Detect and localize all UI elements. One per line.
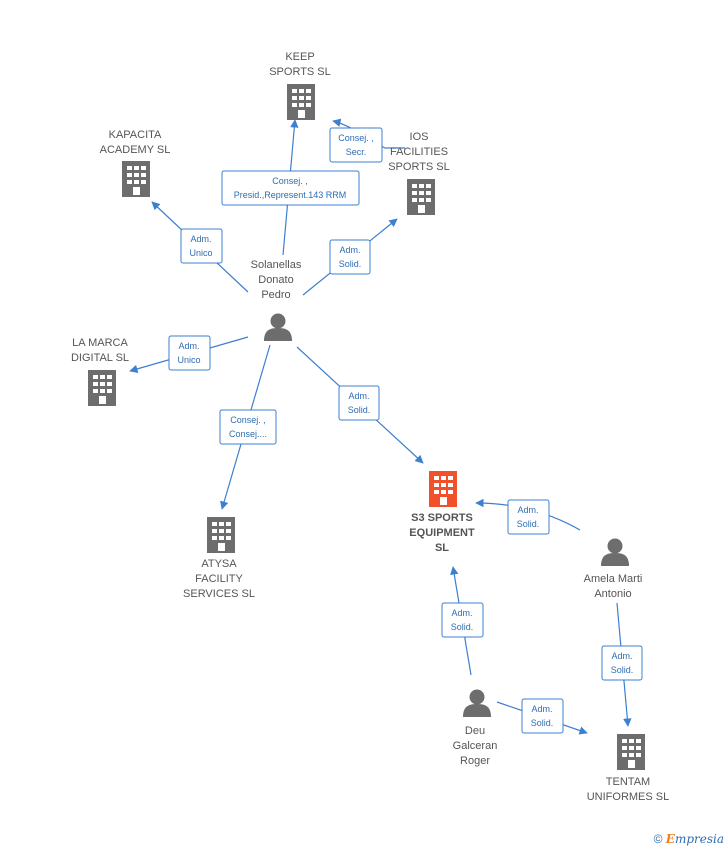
node-keep-sports[interactable]: KEEP SPORTS SL <box>269 51 331 120</box>
person-icon <box>601 538 629 566</box>
svg-text:Adm.: Adm. <box>339 245 360 255</box>
svg-text:KEEP: KEEP <box>285 51 314 63</box>
svg-text:Solanellas: Solanellas <box>251 259 302 271</box>
person-icon <box>463 689 491 717</box>
building-icon <box>207 517 235 553</box>
edge-label-kapacita: Adm. Unico <box>180 228 223 264</box>
building-icon <box>617 734 645 770</box>
svg-text:Presid.,Represent.143 RRM: Presid.,Represent.143 RRM <box>234 190 347 200</box>
svg-text:Deu: Deu <box>465 725 485 737</box>
edge-label-keep-presid: Consej. , Presid.,Represent.143 RRM <box>221 170 360 206</box>
building-icon <box>287 84 315 120</box>
svg-text:Roger: Roger <box>460 755 490 767</box>
node-solanellas-donato-pedro[interactable]: Solanellas Donato Pedro <box>251 259 302 341</box>
edges <box>129 118 632 735</box>
svg-text:Galceran: Galceran <box>453 740 498 752</box>
svg-text:SERVICES SL: SERVICES SL <box>183 588 255 600</box>
svg-text:Secr.: Secr. <box>346 147 367 157</box>
svg-text:Unico: Unico <box>189 248 212 258</box>
svg-text:LA MARCA: LA MARCA <box>72 337 128 349</box>
node-s3-sports-equipment[interactable]: S3 SPORTS EQUIPMENT SL <box>409 471 475 554</box>
edge-label-s3-deu: Adm. Solid. <box>441 602 484 638</box>
svg-text:Donato: Donato <box>258 274 293 286</box>
node-amela-marti-antonio[interactable]: Amela Marti Antonio <box>584 538 643 601</box>
svg-text:Amela Marti: Amela Marti <box>584 573 643 585</box>
svg-text:Adm.: Adm. <box>348 391 369 401</box>
edge-label-lamarca: Adm. Unico <box>168 335 211 371</box>
building-icon <box>407 179 435 215</box>
edge-label-atysa: Consej. , Consej.... <box>219 409 277 445</box>
svg-text:Unico: Unico <box>177 355 200 365</box>
svg-text:Adm.: Adm. <box>531 704 552 714</box>
edge-label-ios: Adm. Solid. <box>329 239 371 275</box>
building-icon-highlighted <box>429 471 457 507</box>
edge-label-s3-amela: Adm. Solid. <box>507 499 550 535</box>
node-atysa-facility[interactable]: ATYSA FACILITY SERVICES SL <box>183 517 255 600</box>
svg-text:Consej. ,: Consej. , <box>338 133 374 143</box>
building-icon <box>88 370 116 406</box>
svg-text:Solid.: Solid. <box>611 665 634 675</box>
svg-text:Solid.: Solid. <box>451 622 474 632</box>
svg-text:FACILITY: FACILITY <box>195 573 243 585</box>
svg-text:Pedro: Pedro <box>261 289 290 301</box>
svg-text:ACADEMY SL: ACADEMY SL <box>100 144 171 156</box>
svg-text:Adm.: Adm. <box>190 234 211 244</box>
svg-text:EQUIPMENT: EQUIPMENT <box>409 527 475 539</box>
copyright-symbol: © <box>653 832 663 846</box>
svg-text:UNIFORMES SL: UNIFORMES SL <box>587 791 670 803</box>
svg-text:Adm.: Adm. <box>178 341 199 351</box>
svg-text:Solid.: Solid. <box>531 718 554 728</box>
svg-text:Solid.: Solid. <box>517 519 540 529</box>
svg-text:Adm.: Adm. <box>451 608 472 618</box>
footer-credit: © Empresia <box>654 832 724 846</box>
edge-label-s3-solanellas: Adm. Solid. <box>338 385 380 421</box>
node-deu-galceran-roger[interactable]: Deu Galceran Roger <box>453 689 498 768</box>
svg-text:KAPACITA: KAPACITA <box>109 129 162 141</box>
building-icon <box>122 161 150 197</box>
svg-text:S3 SPORTS: S3 SPORTS <box>411 512 473 524</box>
node-tentam-uniformes[interactable]: TENTAM UNIFORMES SL <box>587 734 670 803</box>
svg-text:Solid.: Solid. <box>348 405 371 415</box>
svg-text:SPORTS SL: SPORTS SL <box>269 66 331 78</box>
svg-text:Consej. ,: Consej. , <box>230 415 266 425</box>
svg-text:TENTAM: TENTAM <box>606 776 650 788</box>
svg-text:Adm.: Adm. <box>517 505 538 515</box>
svg-text:SL: SL <box>435 542 449 554</box>
person-icon <box>264 313 292 341</box>
svg-text:Antonio: Antonio <box>594 588 631 600</box>
node-la-marca-digital[interactable]: LA MARCA DIGITAL SL <box>71 337 129 406</box>
edge-label-tentam-amela: Adm. Solid. <box>601 645 643 681</box>
edge-labels: Consej. , Secr. Consej. , Presid.,Repres… <box>168 127 643 734</box>
svg-text:FACILITIES: FACILITIES <box>390 146 448 158</box>
svg-text:Consej....: Consej.... <box>229 429 267 439</box>
svg-text:SPORTS SL: SPORTS SL <box>388 161 450 173</box>
svg-text:IOS: IOS <box>410 131 429 143</box>
svg-text:ATYSA: ATYSA <box>201 558 237 570</box>
svg-text:DIGITAL SL: DIGITAL SL <box>71 352 129 364</box>
edge-label-tentam-deu: Adm. Solid. <box>521 698 564 734</box>
svg-text:Solid.: Solid. <box>339 259 362 269</box>
svg-text:Consej. ,: Consej. , <box>272 176 308 186</box>
node-kapacita-academy[interactable]: KAPACITA ACADEMY SL <box>100 129 171 197</box>
node-ios-facilities[interactable]: IOS FACILITIES SPORTS SL <box>388 131 450 215</box>
svg-text:Adm.: Adm. <box>611 651 632 661</box>
edge-label-keep-secr: Consej. , Secr. <box>329 127 383 163</box>
brand-logo[interactable]: Empresia <box>665 832 724 846</box>
